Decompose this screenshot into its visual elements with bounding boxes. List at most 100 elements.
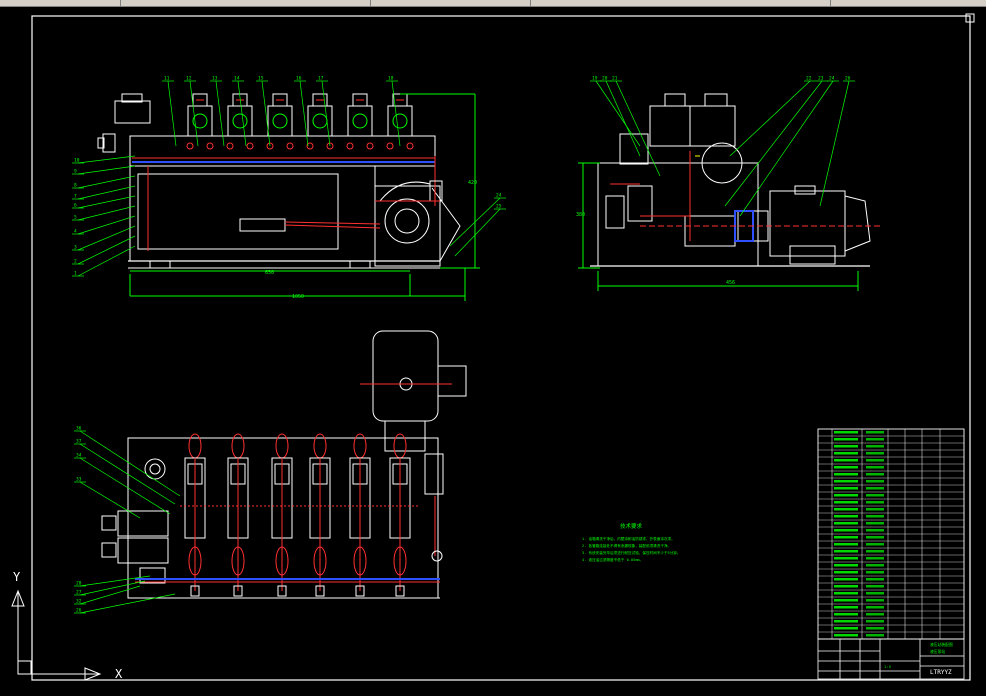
balloon-label: 10 [74, 158, 80, 164]
front-valve [387, 105, 413, 137]
balloon-label: 24 [829, 76, 835, 82]
parts-row-text [834, 550, 858, 553]
balloon-label: 8 [74, 183, 77, 189]
parts-row-text [834, 473, 858, 476]
parts-row-text [834, 585, 858, 588]
front-valve [347, 105, 373, 137]
balloon-label: 4 [74, 229, 77, 235]
balloon-label: 11 [164, 76, 170, 82]
parts-row-text [834, 487, 858, 490]
balloon-label: 22 [806, 76, 812, 82]
balloon-label: 33 [76, 477, 82, 483]
parts-row-text [834, 620, 858, 623]
parts-row-text [834, 445, 858, 448]
balloon-label: 24 [496, 193, 502, 199]
balloon-label: 18 [388, 76, 394, 82]
valve-block-side [649, 105, 691, 147]
side-view [578, 93, 880, 291]
balloon-label: 13 [212, 76, 218, 82]
balloon-label: 37 [76, 439, 82, 445]
parts-row-text [834, 438, 858, 441]
note-line-1: 1. 油箱清洗干净后，内壁涂耐油防锈漆，外表面涂灰漆。 [582, 536, 675, 541]
balloon-label: 3 [74, 245, 77, 251]
balloon-label: 16 [296, 76, 302, 82]
solenoid-top-1 [117, 510, 169, 537]
titleblock-drawing-name: 液压泵站 [930, 649, 945, 654]
pressure-gauge [701, 142, 743, 184]
balloon-label: 6 [74, 203, 77, 209]
balloon-label: 1 [74, 271, 77, 277]
side-dim-height: 380 [576, 212, 585, 218]
tank-top [127, 437, 439, 599]
dim-height: 420 [468, 180, 477, 186]
parts-row-text [834, 515, 858, 518]
note-line-2: 2. 各管路连接处不得有渗漏现象，装配前须清洗干净。 [582, 543, 671, 548]
solenoid-top-2 [117, 537, 169, 564]
titleblock-company: 液压站装配图 [930, 642, 953, 647]
strainer [239, 218, 286, 232]
parts-row-text [834, 606, 858, 609]
balloon-label: 12 [186, 76, 192, 82]
balloon-label: 17 [318, 76, 324, 82]
balloon-label: 26 [845, 76, 851, 82]
front-valve [187, 105, 213, 137]
balloon-label: 27 [76, 590, 82, 596]
parts-row-text [834, 599, 858, 602]
balloon-label: 15 [258, 76, 264, 82]
ucs-y-label: Y [13, 570, 21, 584]
titleblock-code: LTRYYZ [930, 669, 952, 676]
balloon-label: 5 [74, 215, 77, 221]
balloon-label: 34 [76, 453, 82, 459]
parts-row-text [834, 459, 858, 462]
parts-row-text [834, 557, 858, 560]
parts-row-text [834, 522, 858, 525]
front-view [97, 93, 480, 301]
front-valve [267, 105, 293, 137]
balloon-label: 14 [234, 76, 240, 82]
corner-mark [965, 13, 975, 23]
balloon-label: 23 [818, 76, 824, 82]
toolbar-segment[interactable] [0, 0, 121, 6]
balloon-label: 19 [592, 76, 598, 82]
balloon-label: 7 [74, 194, 77, 200]
dim-width-outer: 1050 [292, 294, 304, 300]
ucs-x-label: X [115, 667, 123, 681]
title-block [817, 638, 965, 680]
parts-row-text [834, 592, 858, 595]
balloon-label: 36 [76, 426, 82, 432]
pump-housing [374, 185, 441, 267]
side-dim-width: 456 [726, 280, 735, 286]
toolbar-segment[interactable] [530, 0, 831, 6]
parts-list-table [817, 428, 965, 640]
toolbar-segment[interactable] [370, 0, 531, 6]
toolbar-segment[interactable] [120, 0, 371, 6]
front-valve [227, 105, 253, 137]
drawing-border [31, 15, 971, 681]
top-leaders: 36 37 34 33 28 27 32 26 [74, 426, 181, 614]
balloon-label: 25 [496, 204, 502, 210]
note-line-4: 4. 液压油过滤精度不低于 0.05mm。 [582, 557, 643, 562]
notes-title: 技术要求 [620, 522, 643, 530]
titleblock-scale: 1:5 [884, 664, 891, 669]
parts-row-text [834, 536, 858, 539]
parts-row-text [834, 627, 858, 630]
parts-row-text [834, 529, 858, 532]
solenoid-box [114, 100, 151, 124]
parts-row-text [834, 564, 858, 567]
parts-row-text [834, 480, 858, 483]
balloon-label: 21 [612, 76, 618, 82]
filter-unit [627, 185, 653, 222]
parts-row-text [834, 508, 858, 511]
pump-wheel [384, 198, 430, 244]
dim-width-inner: 650 [265, 270, 274, 276]
note-line-3: 3. 系统安装完毕后须进行耐压试验，保压时间不少于5分钟。 [582, 550, 681, 555]
balloon-label: 28 [76, 581, 82, 587]
balloon-label: 32 [76, 599, 82, 605]
parts-row-text [834, 578, 858, 581]
balloon-label: 26 [76, 608, 82, 614]
parts-row-text [834, 543, 858, 546]
parts-row-text [834, 494, 858, 497]
